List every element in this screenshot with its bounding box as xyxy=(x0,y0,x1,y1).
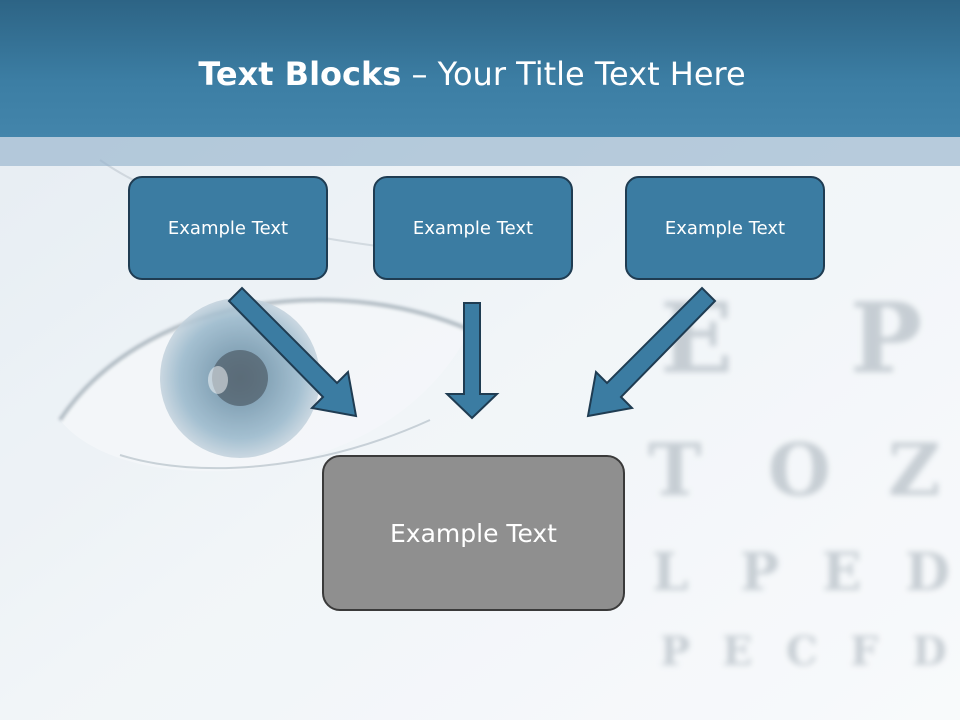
slide-title: Text Blocks – Your Title Text Here xyxy=(0,52,944,96)
svg-text:Z: Z xyxy=(888,427,941,512)
result-text-block-label: Example Text xyxy=(390,518,557,548)
title-rest: Your Title Text Here xyxy=(437,55,746,93)
text-block-3-label: Example Text xyxy=(664,217,786,239)
text-block-1-label: Example Text xyxy=(167,217,289,239)
text-block-3[interactable]: Example Text xyxy=(625,176,825,280)
svg-text:C: C xyxy=(786,628,818,675)
svg-text:D: D xyxy=(905,542,950,603)
result-text-block[interactable]: Example Text xyxy=(322,455,625,611)
arrow-center xyxy=(444,302,500,420)
title-separator: – xyxy=(401,55,438,93)
svg-text:O: O xyxy=(768,427,831,512)
svg-text:E: E xyxy=(822,542,862,603)
arrow-right xyxy=(586,286,717,418)
arrow-left xyxy=(227,286,358,418)
svg-text:E: E xyxy=(722,628,753,675)
svg-text:P: P xyxy=(740,542,779,603)
slide-header xyxy=(0,0,960,137)
svg-text:P: P xyxy=(850,282,922,395)
svg-text:P: P xyxy=(660,628,690,675)
text-block-2[interactable]: Example Text xyxy=(373,176,573,280)
svg-text:L: L xyxy=(652,542,689,603)
title-bold: Text Blocks xyxy=(198,55,402,93)
svg-text:D: D xyxy=(912,628,947,675)
text-block-1[interactable]: Example Text xyxy=(128,176,328,280)
text-block-2-label: Example Text xyxy=(412,217,534,239)
svg-text:F: F xyxy=(850,628,878,675)
header-band xyxy=(0,137,960,166)
svg-text:T: T xyxy=(648,427,702,512)
